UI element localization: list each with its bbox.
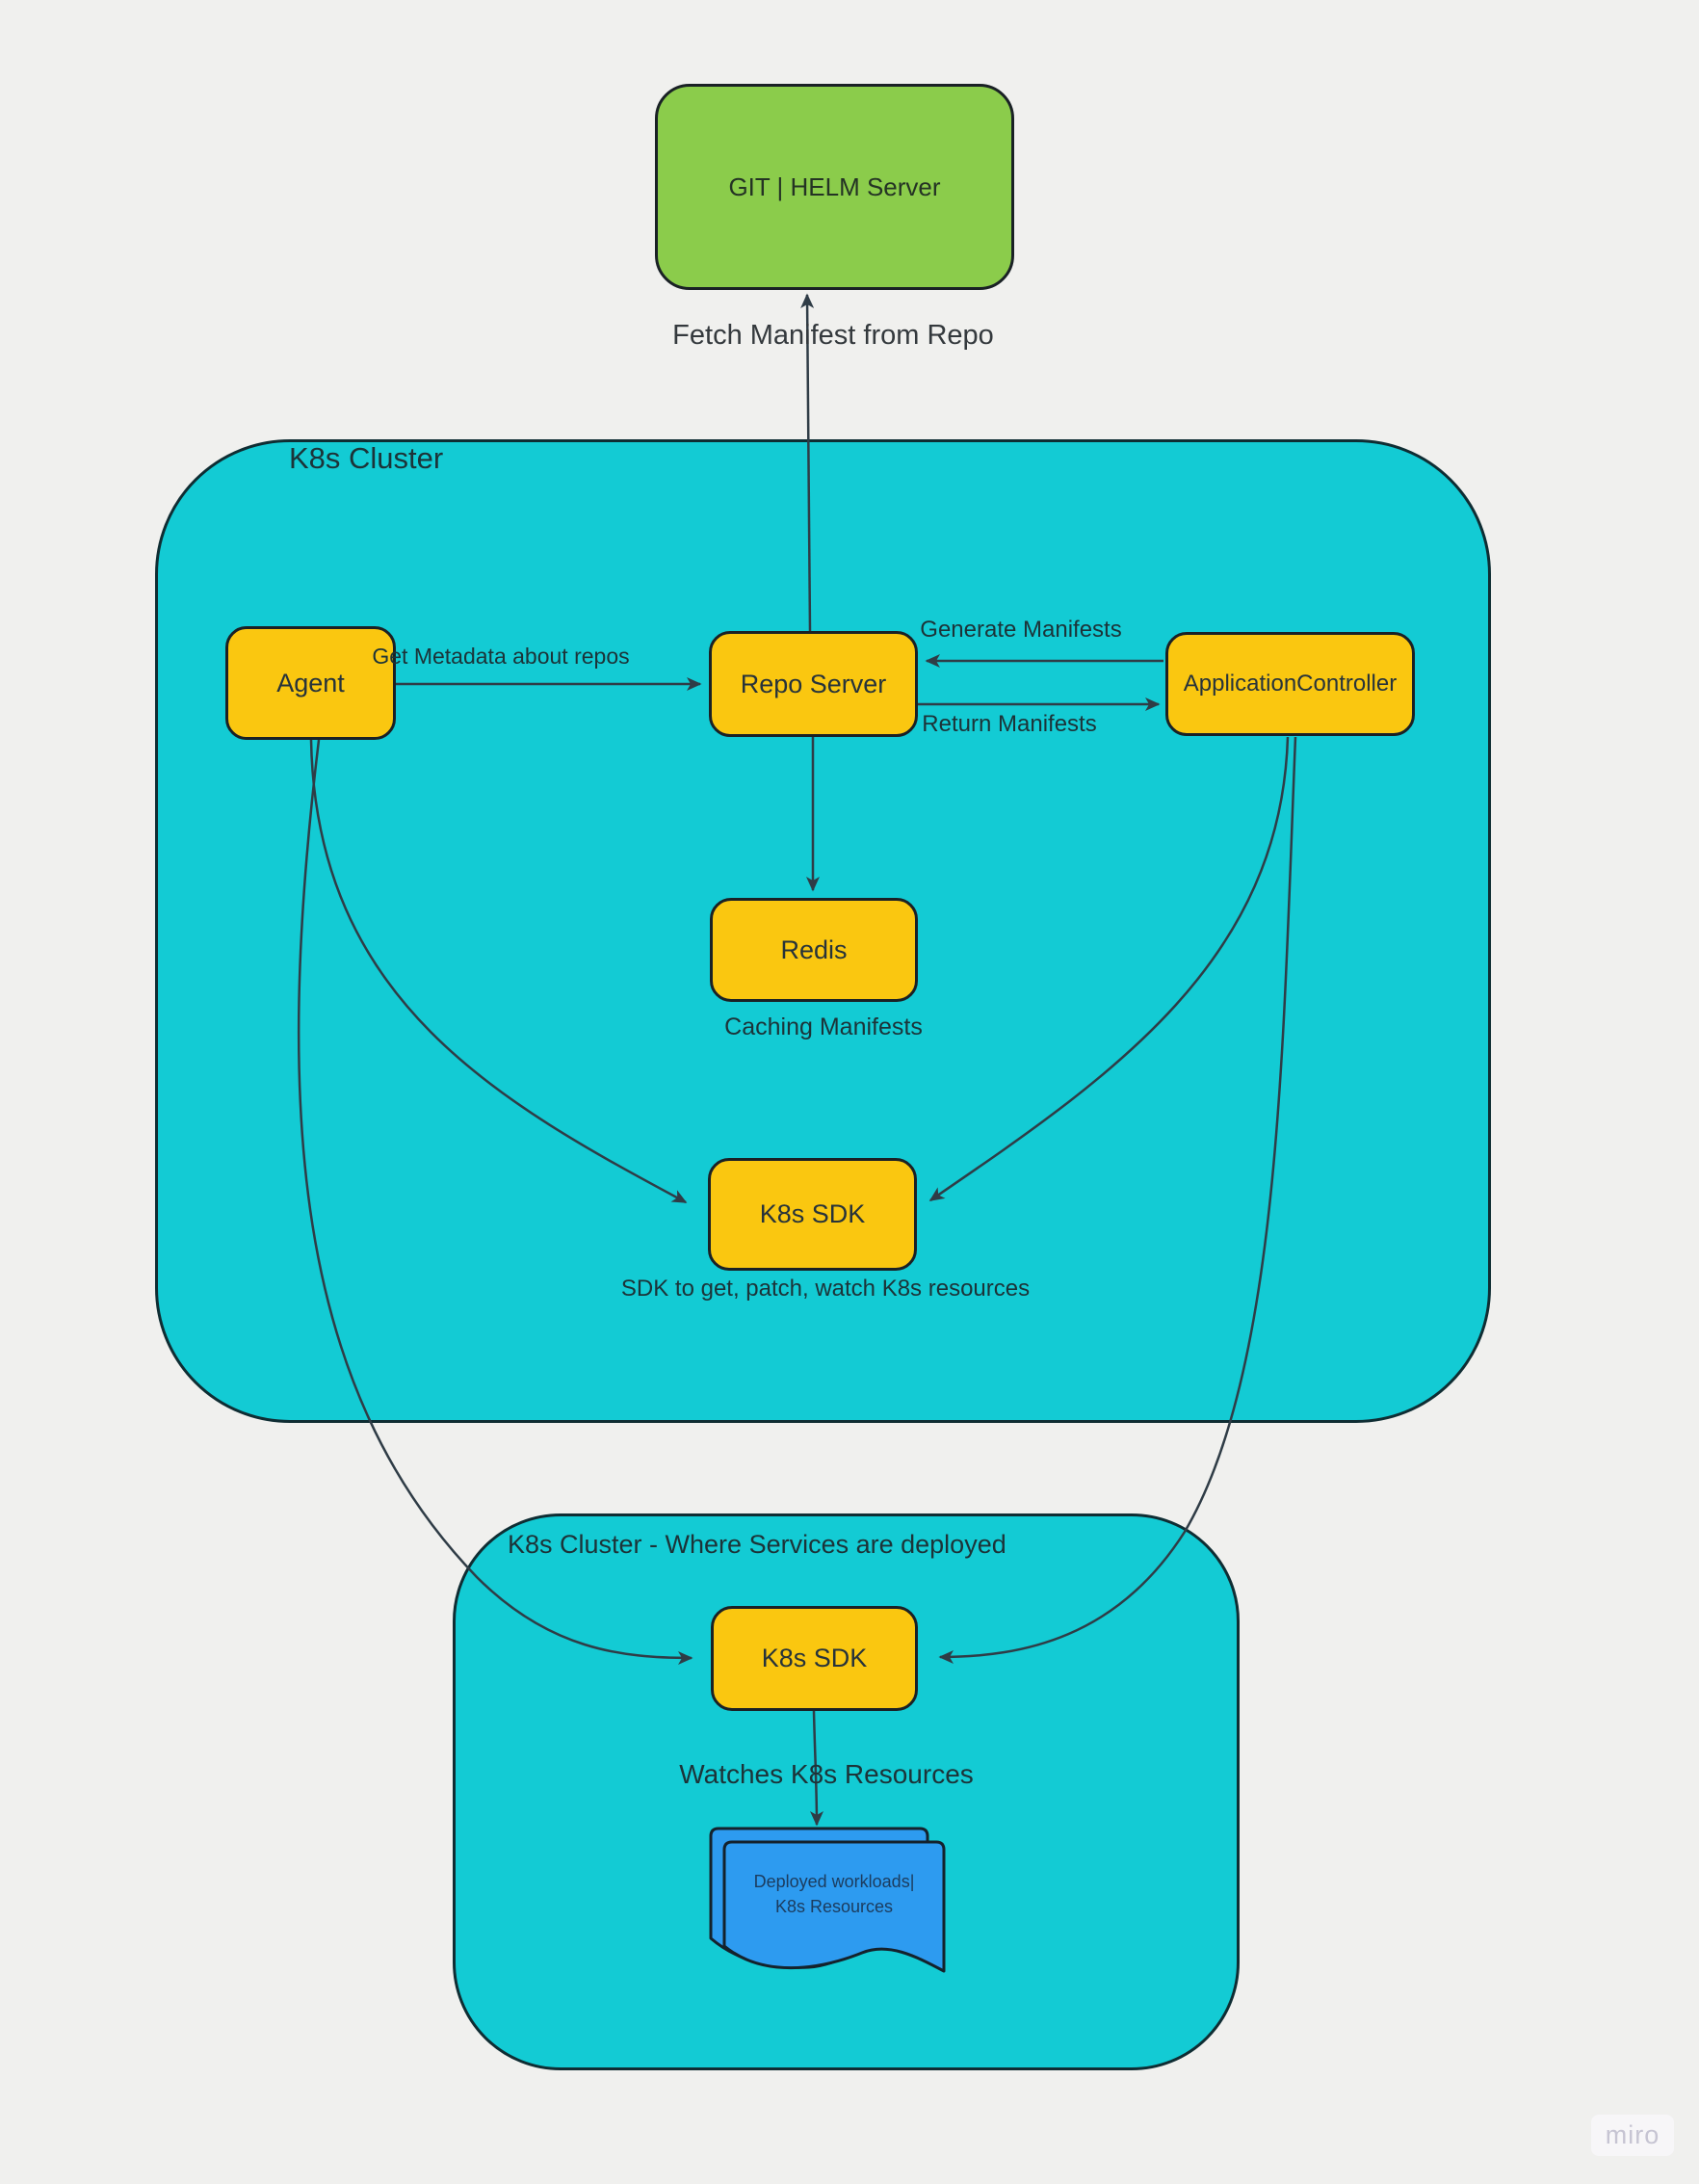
edge-repo-to-git-fetch	[800, 293, 815, 632]
node-redis-label: Redis	[780, 934, 848, 964]
node-git-helm-server-label: GIT | HELM Server	[728, 171, 941, 201]
node-repo-server-label: Repo Server	[740, 669, 887, 698]
miro-watermark: miro	[1591, 2115, 1674, 2156]
node-application-controller[interactable]: ApplicationController	[1165, 632, 1415, 736]
miro-watermark-text: miro	[1605, 2120, 1660, 2149]
doc-label-line1: Deployed workloads|	[753, 1872, 915, 1891]
doc-label-line2: K8s Resources	[774, 1897, 894, 1917]
node-redis[interactable]: Redis	[710, 898, 918, 1002]
edge-agent-to-sdk-main	[309, 739, 688, 1204]
doc-front-page	[722, 1840, 946, 1973]
edge-appctrl-to-sdk-main	[928, 736, 1290, 1202]
cluster-k8s-deploy-title[interactable]: K8s Cluster - Where Services are deploye…	[508, 1530, 1006, 1559]
node-repo-server[interactable]: Repo Server	[709, 631, 918, 737]
label-caching-manifests[interactable]: Caching Manifests	[724, 1013, 923, 1040]
node-k8s-sdk-main-label: K8s SDK	[759, 1199, 866, 1228]
label-return-manifests[interactable]: Return Manifests	[922, 711, 1097, 737]
node-k8s-sdk-main[interactable]: K8s SDK	[708, 1158, 917, 1271]
label-get-metadata[interactable]: Get Metadata about repos	[372, 644, 630, 669]
edge-sdk-deploy-to-doc	[809, 1710, 823, 1827]
node-git-helm-server[interactable]: GIT | HELM Server	[655, 84, 1014, 290]
node-agent-label: Agent	[276, 668, 345, 697]
doc-label[interactable]: Deployed workloads| K8s Resources	[728, 1869, 940, 1919]
label-fetch-manifest[interactable]: Fetch Manifest from Repo	[672, 320, 994, 351]
edge-agent-to-sdk-deploy	[297, 739, 693, 1665]
label-generate-manifests[interactable]: Generate Manifests	[920, 617, 1122, 643]
deployed-workloads-doc[interactable]	[709, 1827, 946, 1973]
node-agent[interactable]: Agent	[225, 626, 396, 740]
node-k8s-sdk-deploy[interactable]: K8s SDK	[711, 1606, 918, 1711]
cluster-k8s-main-title[interactable]: K8s Cluster	[289, 441, 444, 475]
node-application-controller-label: ApplicationController	[1183, 671, 1398, 697]
node-k8s-sdk-deploy-label: K8s SDK	[761, 1644, 868, 1672]
edge-appctrl-to-sdk-deploy	[938, 736, 1297, 1664]
label-sdk-caption[interactable]: SDK to get, patch, watch K8s resources	[620, 1276, 1031, 1302]
label-watches-resources[interactable]: Watches K8s Resources	[679, 1759, 974, 1789]
